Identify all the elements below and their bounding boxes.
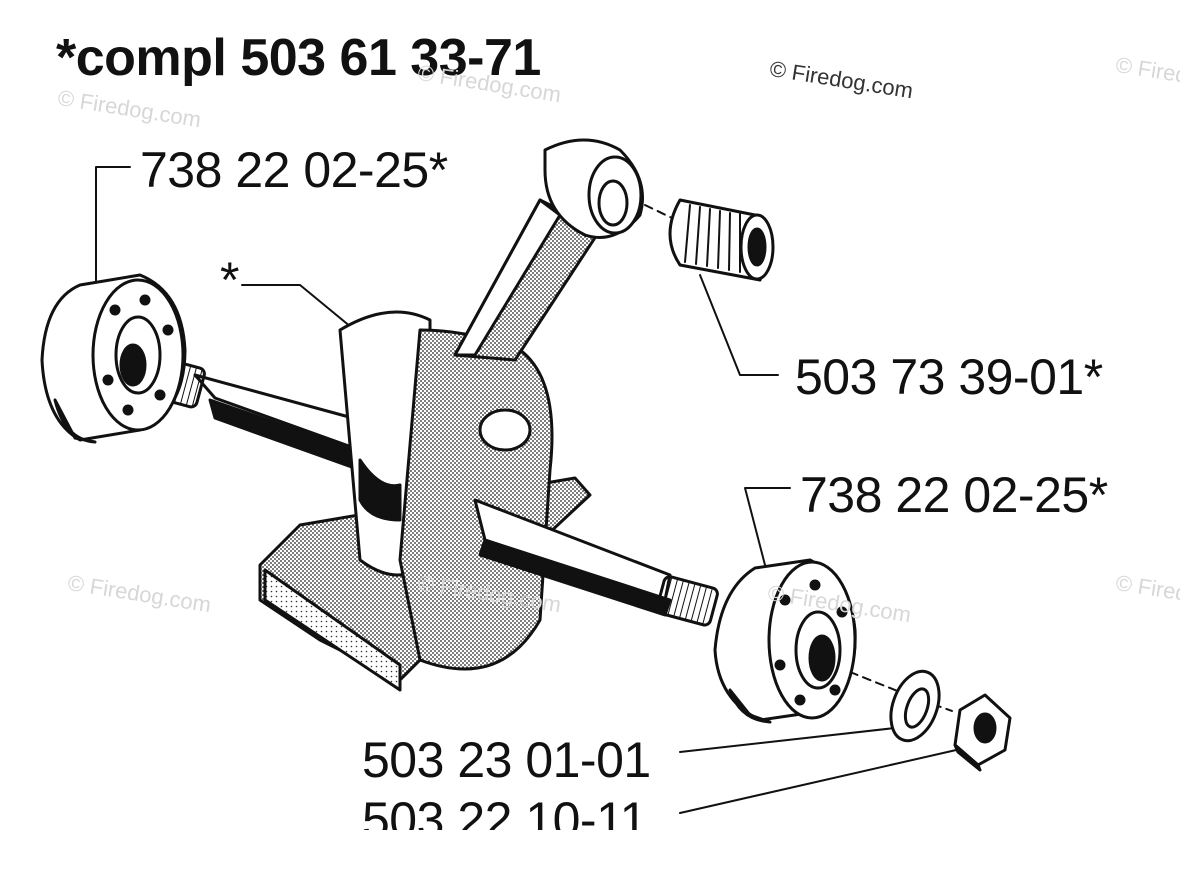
hex-nut <box>953 693 1012 772</box>
washer <box>889 669 941 743</box>
part-label-crankshaft: * <box>220 252 239 308</box>
part-label-needle-bearing: 503 73 39-01* <box>795 349 1103 405</box>
right-ball-bearing <box>713 558 857 724</box>
part-label-bearing-left: 738 22 02-25* <box>140 142 448 198</box>
part-label-washer: 503 23 01-01 <box>362 732 651 788</box>
leader-lines <box>95 166 966 814</box>
left-ball-bearing <box>40 273 187 444</box>
assembly-title: *compl 503 61 33-71 <box>56 29 541 87</box>
crank-webs <box>258 310 592 692</box>
bottom-crop-mask <box>0 830 1180 871</box>
connecting-rod <box>453 138 644 362</box>
needle-roller-bearing <box>668 198 775 282</box>
right-shaft <box>473 498 719 627</box>
part-label-bearing-right: 738 22 02-25* <box>800 467 1108 523</box>
